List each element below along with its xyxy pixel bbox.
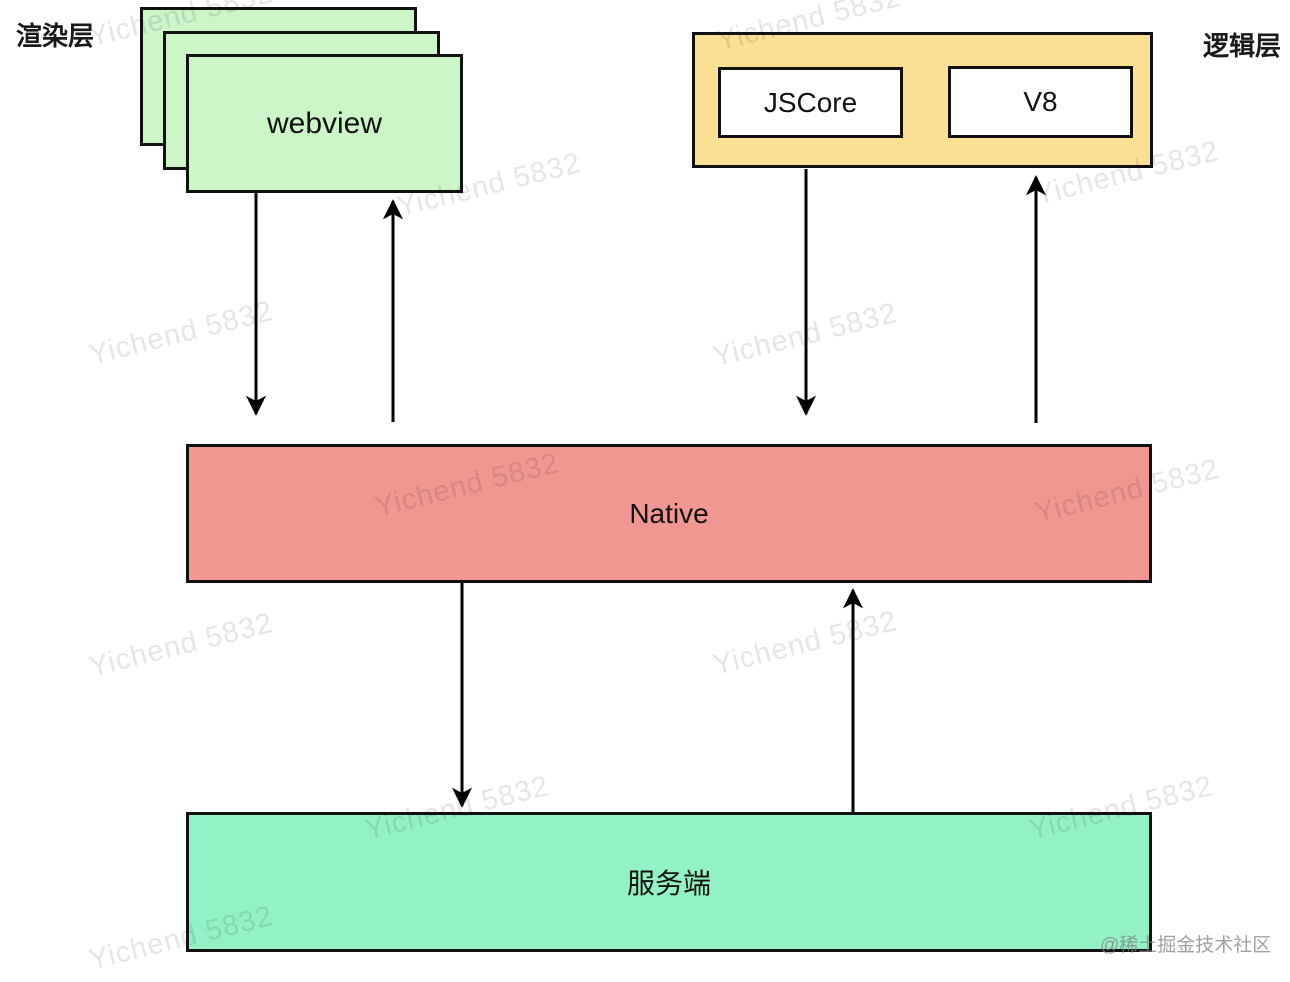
logic-layer-box: JSCore V8 xyxy=(692,32,1153,168)
jscore-box: JSCore xyxy=(718,67,903,138)
watermark: Yichend 5832 xyxy=(86,606,277,684)
rendering-layer-label: 渲染层 xyxy=(16,21,95,51)
jscore-label: JSCore xyxy=(763,86,858,118)
watermark: Yichend 5832 xyxy=(710,604,901,682)
server-label: 服务端 xyxy=(626,868,711,899)
native-box: Native xyxy=(186,444,1152,583)
native-label: Native xyxy=(629,497,709,529)
webview-label: webview xyxy=(266,106,383,140)
watermark: Yichend 5832 xyxy=(710,296,901,374)
server-box: 服务端 xyxy=(186,812,1152,952)
webview-box-front: webview xyxy=(186,54,463,193)
v8-label: V8 xyxy=(1023,86,1058,117)
credit-watermark: @稀土掘金技术社区 xyxy=(1100,935,1272,956)
watermark: Yichend 5832 xyxy=(86,294,277,372)
logic-layer-label: 逻辑层 xyxy=(1203,31,1282,61)
v8-box: V8 xyxy=(948,66,1133,138)
